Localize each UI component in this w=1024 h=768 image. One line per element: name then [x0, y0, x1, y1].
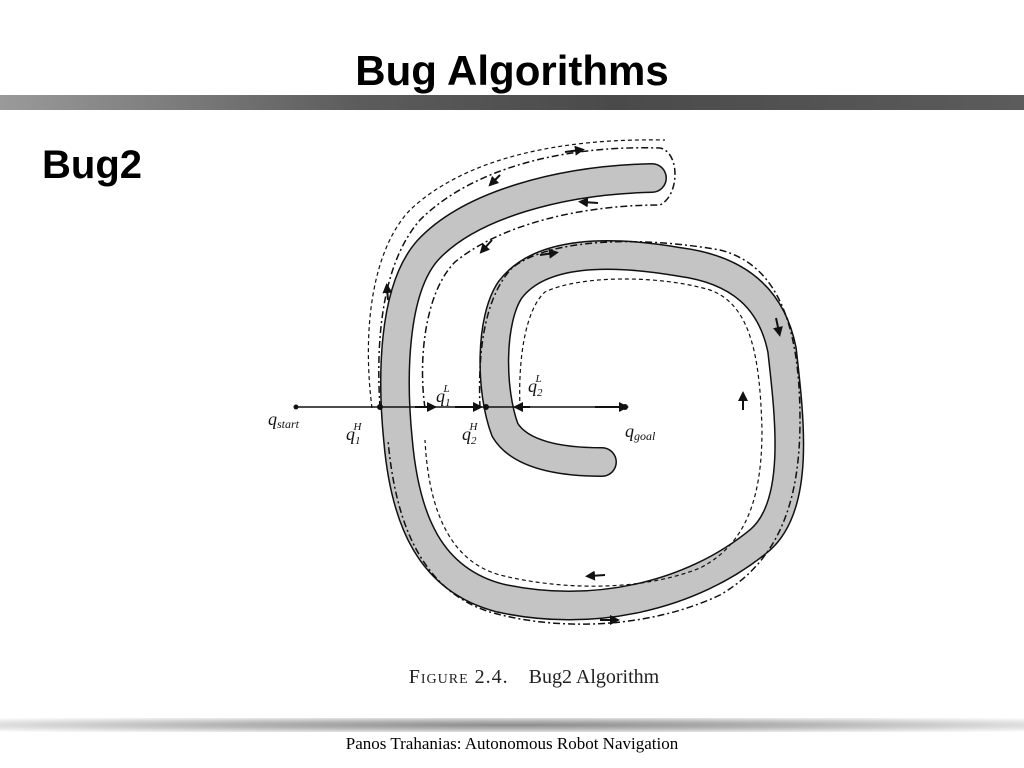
q-goal-point: [622, 404, 628, 410]
boundary-path-inner-2: [424, 278, 763, 587]
boundary-path-inner: [387, 240, 801, 625]
figure-caption-text: Bug2 Algorithm: [528, 666, 660, 688]
q2L-point: [517, 404, 523, 410]
path-arrow: [773, 317, 783, 337]
path-arrow: [479, 239, 493, 254]
q2H-point: [483, 404, 489, 410]
path-arrow: [564, 145, 585, 156]
label-q-start: qstart: [268, 409, 300, 431]
label-q1L: q1L: [436, 383, 451, 409]
figure-caption-prefix: Figure 2.4.: [408, 666, 509, 688]
figure-caption: Figure 2.4. Bug2 Algorithm: [0, 666, 1024, 689]
label-q-goal: qgoal: [625, 421, 656, 443]
q-start-point: [293, 404, 299, 410]
boundary-path-outer-2: [367, 139, 666, 409]
title-divider: [0, 95, 1024, 110]
slide-footer: Panos Trahanias: Autonomous Robot Naviga…: [345, 734, 679, 753]
slide-title: Bug Algorithms: [355, 47, 669, 94]
footer-divider: [0, 718, 1024, 732]
label-q1H: q1H: [346, 421, 363, 447]
label-q2H: q2H: [462, 421, 479, 447]
path-arrow: [488, 174, 501, 187]
label-q2L: q2L: [528, 373, 543, 399]
slide-subtitle: Bug2: [42, 143, 142, 187]
path-arrow: [539, 248, 559, 259]
q1H-point: [377, 404, 383, 410]
obstacle-spiral: [381, 164, 803, 619]
path-arrow: [578, 197, 599, 208]
path-arrow: [585, 570, 606, 581]
path-arrow: [382, 283, 393, 301]
boundary-path-outer: [378, 147, 676, 409]
q1L-point: [427, 404, 433, 410]
